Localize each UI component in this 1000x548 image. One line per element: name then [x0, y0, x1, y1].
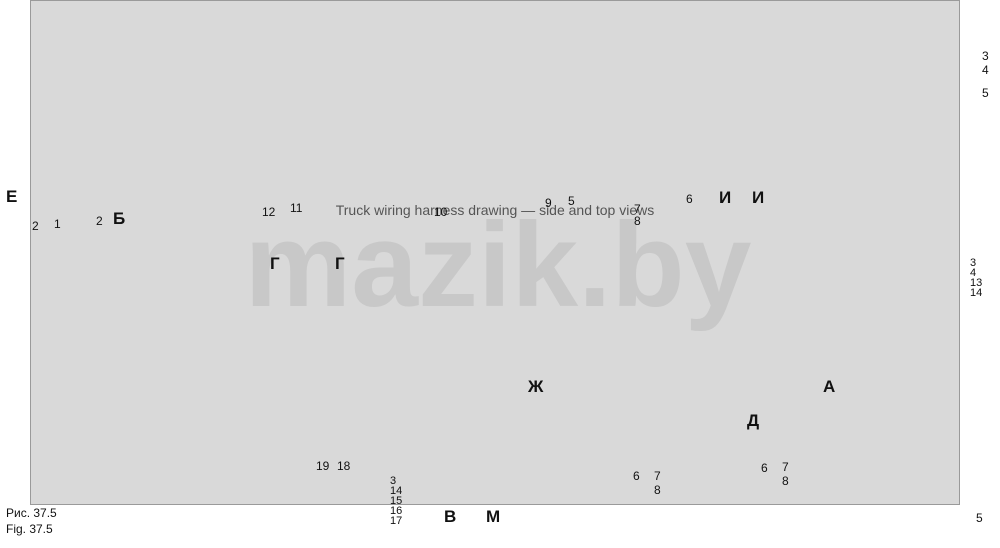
stack-right-item: 3 [970, 257, 977, 269]
figure-caption-ru: Рис. 37.5 [6, 506, 57, 520]
callout-8a: 8 [634, 214, 641, 228]
callout-5b: 5 [982, 86, 989, 100]
callout-19: 19 [316, 459, 330, 473]
callout-5a: 5 [568, 194, 575, 208]
stack-right-item: 4 [970, 267, 977, 279]
callout-7b: 7 [654, 469, 661, 483]
callout-8b: 8 [654, 483, 661, 497]
stack-bottom-item: 15 [390, 495, 403, 507]
callout-6b: 6 [633, 469, 640, 483]
callout-11: 11 [290, 201, 303, 215]
callout-12: 12 [262, 205, 276, 219]
callout-m: М [486, 507, 501, 526]
callout-8c: 8 [782, 474, 789, 488]
callout-2b: 2 [96, 214, 103, 228]
stack-right-item: 14 [970, 287, 983, 299]
callout-5c: 5 [976, 511, 983, 525]
callout-e: Е [6, 187, 18, 206]
callout-g1: Г [270, 254, 280, 273]
watermark: mazik.by [244, 198, 752, 332]
callout-stack-right: 3 4 13 14 [970, 257, 983, 299]
callout-a: А [823, 377, 836, 396]
stack-bottom-item: 3 [390, 475, 397, 487]
callout-zh: Ж [528, 377, 544, 396]
callout-7a: 7 [634, 202, 641, 216]
callout-i1: И [719, 188, 732, 207]
wiring-drawing-placeholder: Truck wiring harness drawing — side and … [30, 0, 960, 505]
callout-stack-bottom: 3 14 15 16 17 [390, 475, 403, 527]
callout-10: 10 [434, 205, 448, 219]
callout-i2: И [752, 188, 765, 207]
stack-bottom-item: 17 [390, 515, 403, 527]
stack-bottom-item: 14 [390, 485, 403, 497]
callout-2a: 2 [32, 219, 39, 233]
callout-9: 9 [545, 196, 552, 210]
callout-4a: 4 [982, 63, 989, 77]
placeholder-note: Truck wiring harness drawing — side and … [335, 202, 655, 219]
callout-18: 18 [337, 459, 351, 473]
callout-g2: Г [335, 254, 345, 273]
stack-bottom-item: 16 [390, 505, 403, 517]
callout-v: В [444, 507, 457, 526]
callout-1: 1 [54, 217, 61, 231]
callout-3a: 3 [982, 49, 989, 63]
callout-6c: 6 [761, 461, 768, 475]
figure-caption-en: Fig. 37.5 [6, 522, 53, 536]
callout-6a: 6 [686, 192, 693, 206]
callout-7c: 7 [782, 460, 789, 474]
callout-b: Б [113, 209, 126, 228]
stack-right-item: 13 [970, 277, 983, 289]
callout-d: Д [747, 411, 760, 430]
